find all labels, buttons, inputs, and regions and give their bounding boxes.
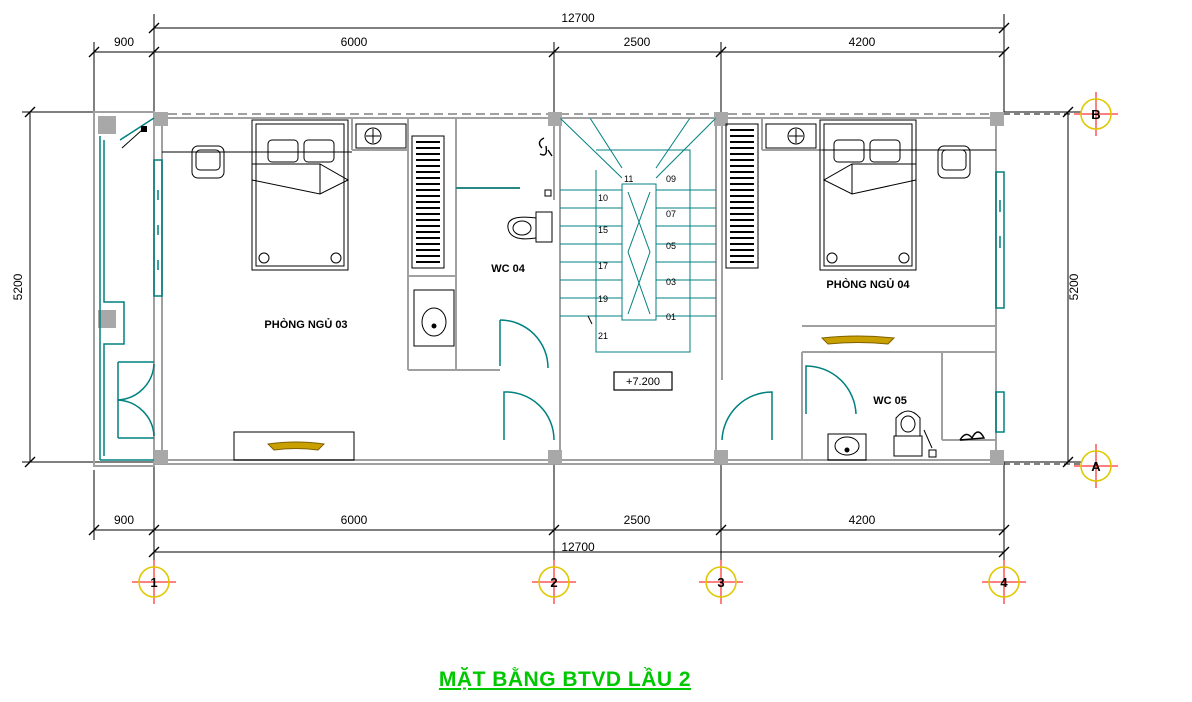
grid-label-col-4: 4 xyxy=(1000,575,1008,590)
stair-step-left-3: 17 xyxy=(598,261,608,271)
grid-label-col-1: 1 xyxy=(150,575,157,590)
level-marker: +7.200 xyxy=(626,376,660,388)
room-label-bedroom-03: PHÒNG NGỦ 03 xyxy=(264,318,347,331)
grid-label-row-b: B xyxy=(1091,107,1100,122)
dim-bottom-overall: 12700 xyxy=(561,540,595,554)
dim-bottom-seg-4: 4200 xyxy=(849,513,876,527)
dim-left-vertical: 5200 xyxy=(11,273,25,300)
stair-step-left-1: 10 xyxy=(598,193,608,203)
stair-step-right-3: 05 xyxy=(666,241,676,251)
dim-bottom-seg-2: 6000 xyxy=(341,513,368,527)
dim-top-seg-1: 900 xyxy=(114,35,134,49)
windows xyxy=(99,117,1005,461)
grid-bubble-row-a: A xyxy=(1074,444,1118,488)
dim-top-seg-3: 2500 xyxy=(624,35,651,49)
dim-bottom-seg-3: 2500 xyxy=(624,513,651,527)
grid-bubble-col-4: 4 xyxy=(982,560,1026,604)
bedroom-04-furniture xyxy=(765,119,996,345)
wardrobe-frame-right xyxy=(725,123,759,269)
stair-step-top: 11 xyxy=(624,174,633,184)
stair-step-right-5: 01 xyxy=(666,312,676,322)
dim-right-vertical: 5200 xyxy=(1067,273,1081,300)
stair-step-left-5: 21 xyxy=(598,331,608,341)
staircase xyxy=(559,117,717,353)
stair-step-left-4: 19 xyxy=(598,294,608,304)
dim-top-overall: 12700 xyxy=(561,11,595,25)
wardrobe-hatch-left xyxy=(416,141,440,263)
level-marker-box xyxy=(613,371,673,391)
stair-step-right-2: 07 xyxy=(666,209,676,219)
stair-step-right-4: 03 xyxy=(666,277,676,287)
light-switch-symbols xyxy=(121,126,147,149)
room-label-wc-04: WC 04 xyxy=(491,263,526,275)
grid-bubble-col-1: 1 xyxy=(132,560,176,604)
dimension-lines xyxy=(22,14,1082,568)
wc-04-fixtures xyxy=(413,137,553,347)
stair-step-left-2: 15 xyxy=(598,225,608,235)
room-label-bedroom-04: PHÒNG NGỦ 04 xyxy=(826,278,910,291)
dim-top-seg-4: 4200 xyxy=(849,35,876,49)
dim-bottom-seg-1: 900 xyxy=(114,513,134,527)
stair-step-right-1: 09 xyxy=(666,174,676,184)
drawing-title: MẶT BẰNG BTVD LẦU 2 xyxy=(438,668,692,691)
bedroom-03-furniture xyxy=(162,119,407,461)
grid-label-col-3: 3 xyxy=(717,575,724,590)
wardrobe-frame-left xyxy=(411,135,445,269)
dim-top-seg-2: 6000 xyxy=(341,35,368,49)
structural-columns xyxy=(98,112,1004,464)
wardrobe-hatch-right xyxy=(730,129,754,263)
grid-label-row-a: A xyxy=(1091,459,1101,474)
grid-label-col-2: 2 xyxy=(550,575,557,590)
grid-bubble-col-3: 3 xyxy=(699,560,743,604)
grid-bubble-col-2: 2 xyxy=(532,560,576,604)
wc-05-fixtures xyxy=(827,410,986,461)
room-label-wc-05: WC 05 xyxy=(873,395,907,407)
grid-bubble-row-b: B xyxy=(1074,92,1118,136)
